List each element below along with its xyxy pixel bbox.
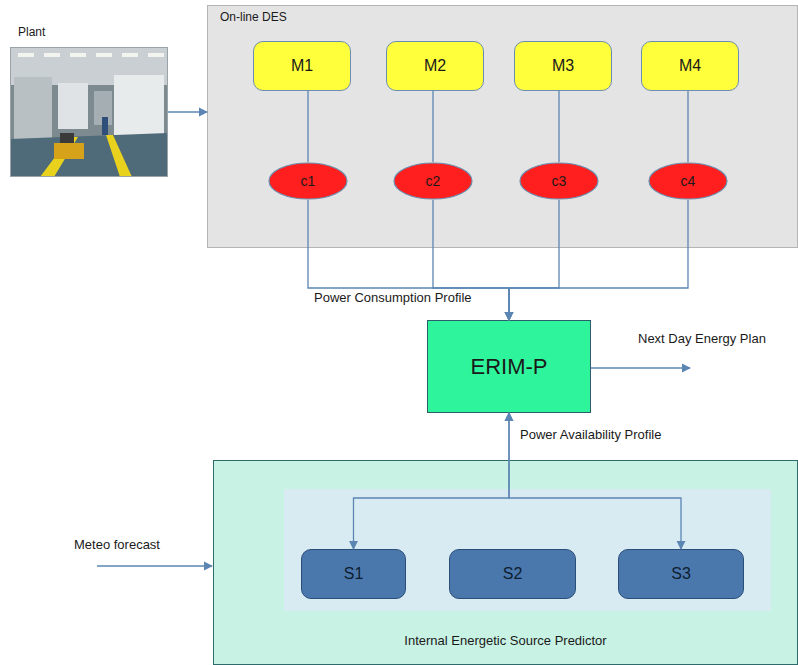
connector [307, 91, 308, 162]
source-box: S2 [449, 549, 576, 599]
node-label: c1 [301, 173, 316, 189]
output-arrow [591, 367, 690, 368]
ceiling-light [44, 53, 60, 57]
node-label: ERIM-P [471, 354, 548, 380]
floor-stripe [106, 135, 132, 177]
connector [308, 200, 509, 320]
photo-ground [10, 47, 168, 177]
ceiling-light [148, 53, 164, 57]
des-panel: On-line DES M1 M2 M3 M4 c1 c2 c3 c4 [207, 5, 798, 248]
ceiling-light [18, 53, 34, 57]
connector [509, 413, 681, 549]
flow-label: Next Day Energy Plan [636, 331, 768, 346]
node-label: c2 [426, 173, 441, 189]
floor [10, 133, 168, 177]
machine [58, 83, 88, 129]
ellipse-shape [269, 163, 347, 199]
ellipse-shape [649, 163, 727, 199]
connector [509, 200, 559, 320]
connector [687, 91, 688, 162]
node-label: S3 [671, 565, 691, 583]
node-label: c4 [681, 173, 696, 189]
node-label: c3 [552, 173, 567, 189]
connector [168, 111, 207, 112]
forklift [54, 143, 84, 159]
flow-label: Power Availability Profile [518, 427, 663, 442]
connector [558, 91, 559, 162]
erim-box: ERIM-P [427, 320, 591, 413]
photo-caption: Plant [10, 25, 168, 39]
forklift-cab [60, 133, 74, 143]
plant-photo: Plant [10, 25, 168, 177]
consumption-ellipse: c2 [393, 162, 473, 200]
machine [114, 75, 164, 135]
machine-box: M3 [514, 41, 612, 91]
node-label: M2 [424, 57, 446, 75]
connector [432, 91, 433, 162]
input-arrow [97, 565, 212, 566]
ceiling-light [70, 53, 86, 57]
node-label: M1 [291, 57, 313, 75]
panel-title: Internal Energetic Source Predictor [404, 633, 606, 648]
machine-box: M4 [641, 41, 739, 91]
node-label: M3 [552, 57, 574, 75]
photo-frame [11, 48, 168, 177]
node-label: S1 [344, 565, 364, 583]
source-box: S1 [301, 549, 406, 599]
source-box: S3 [618, 549, 744, 599]
machine-box: M1 [253, 41, 351, 91]
machine [14, 77, 52, 139]
ellipse-shape [520, 163, 598, 199]
consumption-ellipse: c1 [268, 162, 348, 200]
machine-box: M2 [386, 41, 484, 91]
flow-label: Power Consumption Profile [312, 290, 474, 305]
connector [509, 200, 688, 320]
ceiling-light [122, 53, 138, 57]
node-label: S2 [503, 565, 523, 583]
node-label: M4 [679, 57, 701, 75]
consumption-ellipse: c4 [648, 162, 728, 200]
plant-illustration [10, 47, 168, 177]
ceiling-light [96, 53, 112, 57]
predictor-panel: Internal Energetic Source Predictor S1 S2 S… [213, 460, 798, 665]
ellipse-shape [394, 163, 472, 199]
panel-title: On-line DES [220, 10, 287, 24]
flow-label: Meteo forecast [72, 537, 162, 552]
consumption-ellipse: c3 [519, 162, 599, 200]
worker [102, 117, 108, 135]
connector [354, 413, 510, 549]
